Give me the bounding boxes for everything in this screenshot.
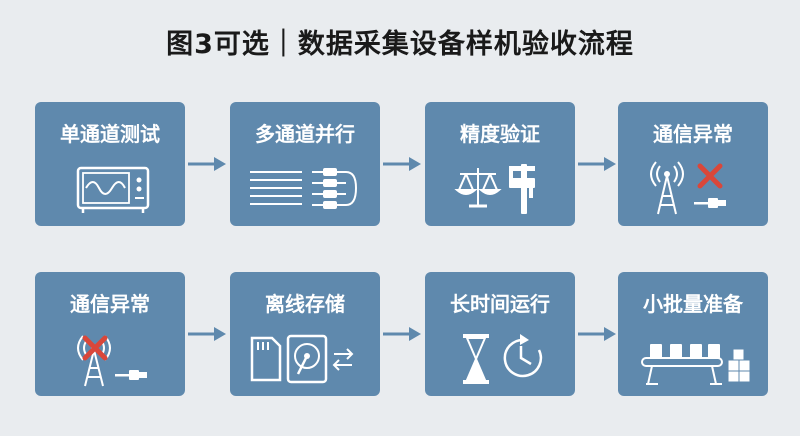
step-card-comm-error-2: 通信异常: [35, 272, 185, 396]
step-label: 单通道测试: [60, 122, 160, 146]
arrow-right-icon: [188, 327, 226, 341]
diagram-title: 图3可选｜数据采集设备样机验收流程: [166, 29, 634, 60]
step-card-precision: 精度验证: [425, 102, 575, 226]
arrow-right-icon: [188, 157, 226, 171]
step-card-multi-channel: 多通道并行: [230, 102, 380, 226]
conveyor-boxes-icon: [641, 344, 751, 385]
step-card-small-batch: 小批量准备: [618, 272, 768, 396]
arrow-right-icon: [383, 157, 421, 171]
parallel-channels-icon: [250, 168, 358, 209]
step-card-offline-storage: 离线存储: [230, 272, 380, 396]
step-label: 精度验证: [460, 122, 540, 146]
scale-caliper-icon: [454, 164, 535, 214]
antenna-error-icon: [650, 161, 726, 215]
arrow-right-icon: [383, 327, 421, 341]
hourglass-clock-icon: [463, 334, 543, 384]
sdcard-harddisk-icon: [250, 334, 354, 384]
step-card-long-run: 长时间运行: [425, 272, 575, 396]
step-label: 离线存储: [265, 292, 345, 316]
step-label: 通信异常: [653, 122, 733, 146]
antenna-error-icon: [77, 335, 147, 387]
arrow-right-icon: [578, 327, 616, 341]
step-card-comm-error-1: 通信异常: [618, 102, 768, 226]
step-label: 通信异常: [70, 292, 150, 316]
oscilloscope-icon: [76, 166, 150, 213]
step-label: 多通道并行: [255, 122, 355, 146]
step-card-single-channel: 单通道测试: [35, 102, 185, 226]
step-label: 小批量准备: [643, 292, 743, 316]
arrow-right-icon: [578, 157, 616, 171]
step-label: 长时间运行: [450, 292, 550, 316]
